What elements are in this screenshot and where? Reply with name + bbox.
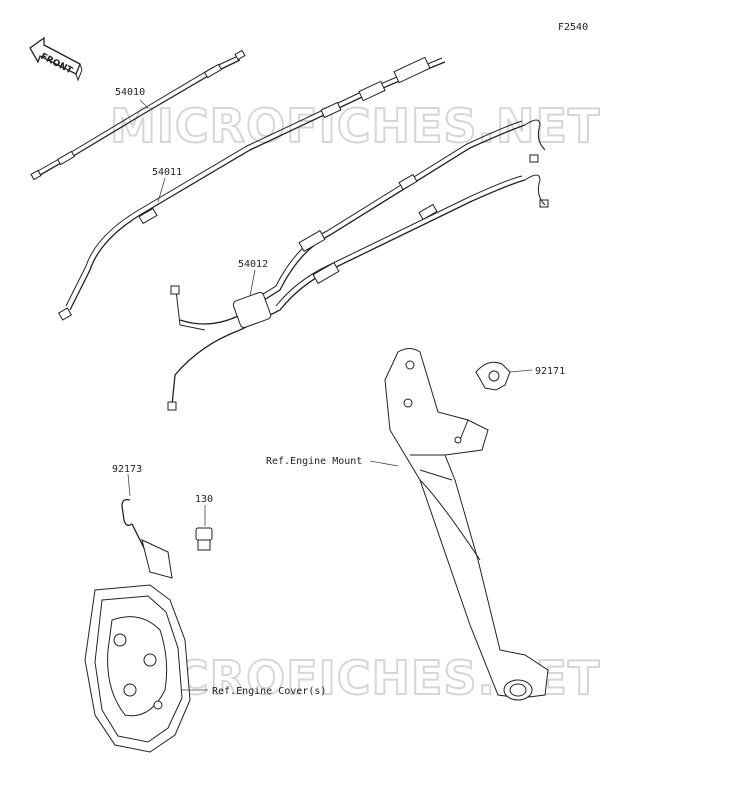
engine-cover xyxy=(84,584,191,753)
ref-label-engine-cover: Ref.Engine Cover(s) xyxy=(212,686,326,697)
leader-92173 xyxy=(127,473,131,497)
leader-54011 xyxy=(157,177,166,203)
hook-92173 xyxy=(121,498,173,579)
engine-mount-bracket xyxy=(384,348,549,701)
leader-54012 xyxy=(249,269,256,297)
part-label-130: 130 xyxy=(195,494,213,505)
leader-54010 xyxy=(139,99,149,109)
leader-engine-mount xyxy=(369,460,399,467)
bolt-130 xyxy=(195,527,213,551)
ref-label-engine-mount: Ref.Engine Mount xyxy=(266,456,362,467)
cable-54010 xyxy=(30,49,246,181)
part-label-54011: 54011 xyxy=(152,167,182,178)
part-label-54012: 54012 xyxy=(238,259,268,270)
cable-54011 xyxy=(57,56,446,321)
leader-92171 xyxy=(509,369,533,373)
cable-54012 xyxy=(167,119,549,411)
diagram-code: F2540 xyxy=(558,22,588,33)
front-arrow-label: FRONT xyxy=(39,52,75,77)
watermark-top: MICROFICHES.NET xyxy=(110,99,600,153)
part-label-54010: 54010 xyxy=(115,87,145,98)
part-label-92173: 92173 xyxy=(112,464,142,475)
part-label-92171: 92171 xyxy=(535,366,565,377)
front-arrow-icon: FRONT xyxy=(29,36,83,82)
clamp-92171 xyxy=(475,361,511,391)
